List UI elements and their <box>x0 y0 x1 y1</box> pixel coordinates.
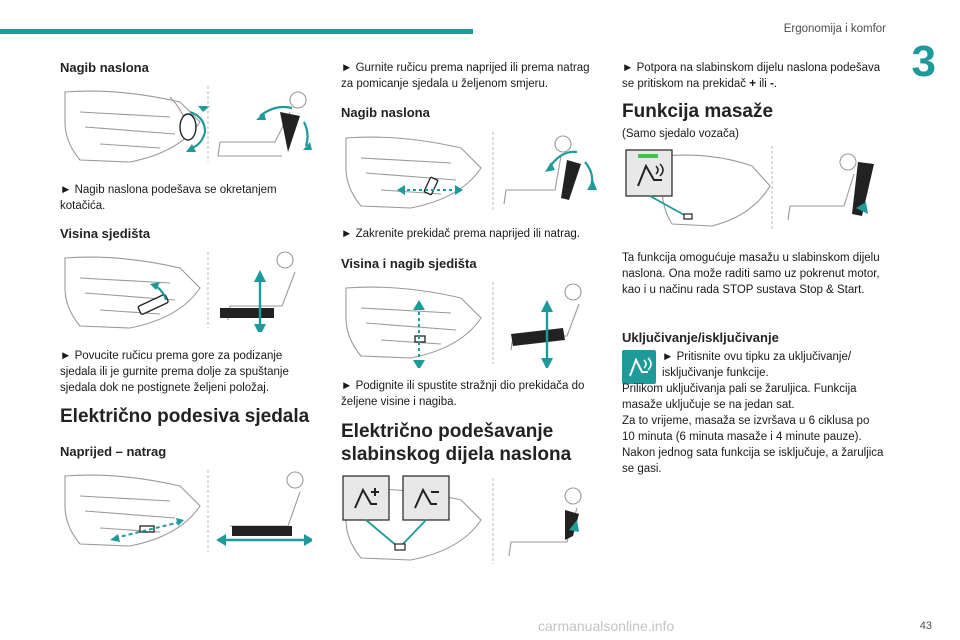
heading-seat-height: Visina sjedišta <box>60 226 151 241</box>
illustration-fore-aft-switch <box>60 466 312 556</box>
text-height-tilt: Podignite ili spustite stražnji dio prek… <box>341 378 603 410</box>
text-electric-backrest: Zakrenite prekidač prema naprijed ili na… <box>341 226 603 242</box>
heading-fore-aft: Naprijed – natrag <box>60 444 167 459</box>
text-on-off-line3: Nakon jednog sata funkcija se isključuje… <box>622 447 884 475</box>
text-seat-height: Povucite ručicu prema gore za podizanje … <box>60 348 312 396</box>
heading-height-tilt: Visina i nagib sjedišta <box>341 256 477 271</box>
text-driver-only: (Samo sjedalo vozača) <box>622 128 739 140</box>
illustration-height-tilt <box>341 278 603 368</box>
watermark: carmanualsonline.info <box>538 618 675 634</box>
heading-backrest-angle: Nagib naslona <box>60 60 149 75</box>
header-accent-bar <box>0 29 473 34</box>
text-fore-aft: Gurnite ručicu prema naprijed ili prema … <box>341 60 603 92</box>
text-press-button: Pritisnite ovu tipku za uključivanje/ is… <box>662 349 884 381</box>
massage-button-icon <box>622 350 656 384</box>
heading-massage: Funkcija masaže <box>622 101 774 122</box>
illustration-lumbar <box>341 474 603 570</box>
heading-lumbar: Električno podešavanje slabinskog dijela… <box>341 421 572 465</box>
heading-electric-seats: Električno podesiva sjedala <box>60 406 310 427</box>
illustration-seat-height-lever <box>60 248 312 332</box>
illustration-massage <box>622 142 884 234</box>
text-on-off-line2: Za to vrijeme, masaža se izvršava u 6 ci… <box>622 415 870 443</box>
text-backrest-knob: Nagib naslona podešava se okretanjem kot… <box>60 182 312 214</box>
text-lumbar: Potpora na slabinskom dijelu naslona pod… <box>622 60 884 92</box>
section-title: Ergonomija i komfor <box>783 23 886 35</box>
illustration-backrest-knob <box>60 82 312 166</box>
chapter-number: 3 <box>911 37 936 86</box>
heading-on-off: Uključivanje/isključivanje <box>622 330 779 345</box>
page-number: 43 <box>919 620 932 632</box>
illustration-electric-backrest <box>341 128 603 216</box>
text-on-off-line1: Prilikom uključivanja pali se žaruljica.… <box>622 383 857 411</box>
heading-electric-backrest: Nagib naslona <box>341 105 430 120</box>
text-massage-description: Ta funkcija omogućuje masažu u slabinsko… <box>622 252 880 296</box>
